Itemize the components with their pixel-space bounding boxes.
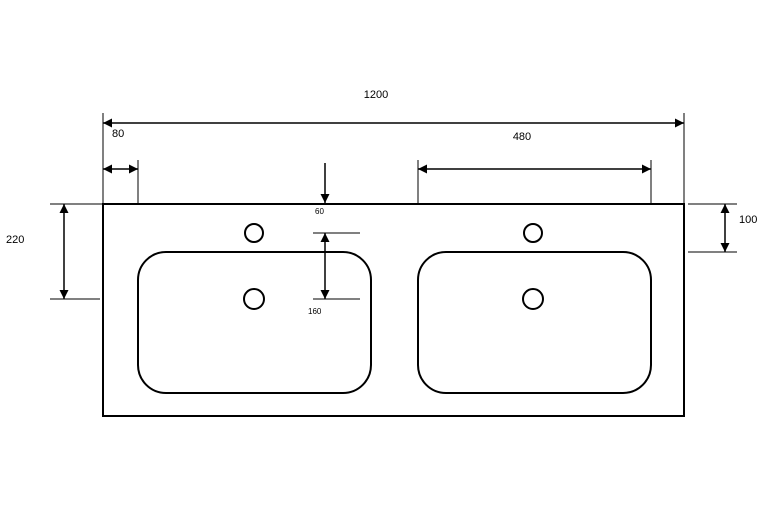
back-to-basin-label: 100: [739, 214, 757, 226]
right-tap-hole: [523, 223, 543, 243]
right-drain-hole: [522, 288, 544, 310]
overall-width-label: 1200: [364, 89, 388, 101]
basin-setback-label: 160: [308, 307, 322, 316]
right-basin: [417, 251, 652, 394]
left-basin: [137, 251, 372, 394]
basin-width-label: 480: [513, 131, 531, 143]
extension-lines: [50, 113, 737, 300]
tap-hole-offset-label: 60: [315, 207, 324, 216]
countertop-outline: [102, 203, 685, 417]
left-tap-hole: [244, 223, 264, 243]
side-offset-label: 80: [112, 128, 124, 140]
left-drain-hole: [243, 288, 265, 310]
depth-left-label: 220: [6, 234, 24, 246]
